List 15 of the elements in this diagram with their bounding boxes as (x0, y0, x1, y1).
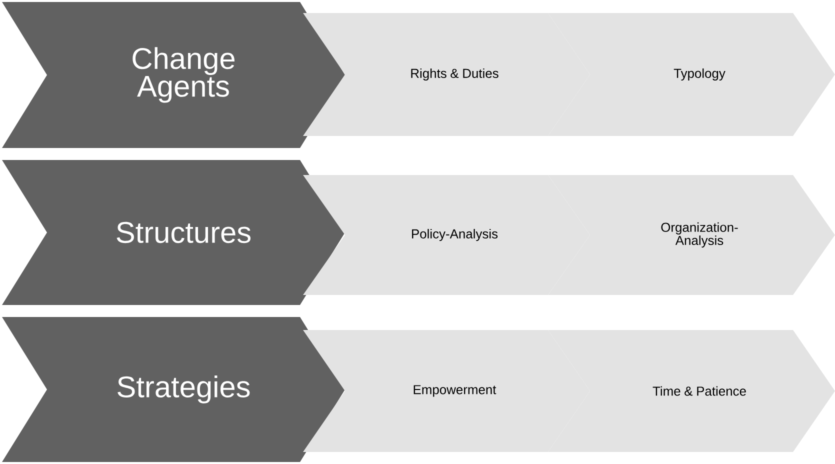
heading-step-box: Structures (2, 160, 345, 305)
heading-step-box: Change Agents (2, 2, 345, 148)
step-box: Organization-Analysis (548, 175, 835, 295)
step-box: Time & Patience (548, 330, 835, 452)
heading-step-box: Strategies (2, 317, 345, 462)
step-box: Typology (548, 13, 835, 136)
node-label: Typology (674, 68, 726, 81)
node-label: Time & Patience (652, 386, 746, 396)
node-label: Organization-Analysis (661, 222, 738, 248)
step-box: Rights & Duties (303, 13, 590, 136)
step-box: Policy-Analysis (303, 175, 590, 295)
node-label: Empowerment (414, 385, 496, 397)
node-label: Policy-Analysis (412, 228, 498, 242)
step-box: Empowerment (303, 330, 590, 452)
node-label: Rights & Duties (411, 68, 498, 81)
